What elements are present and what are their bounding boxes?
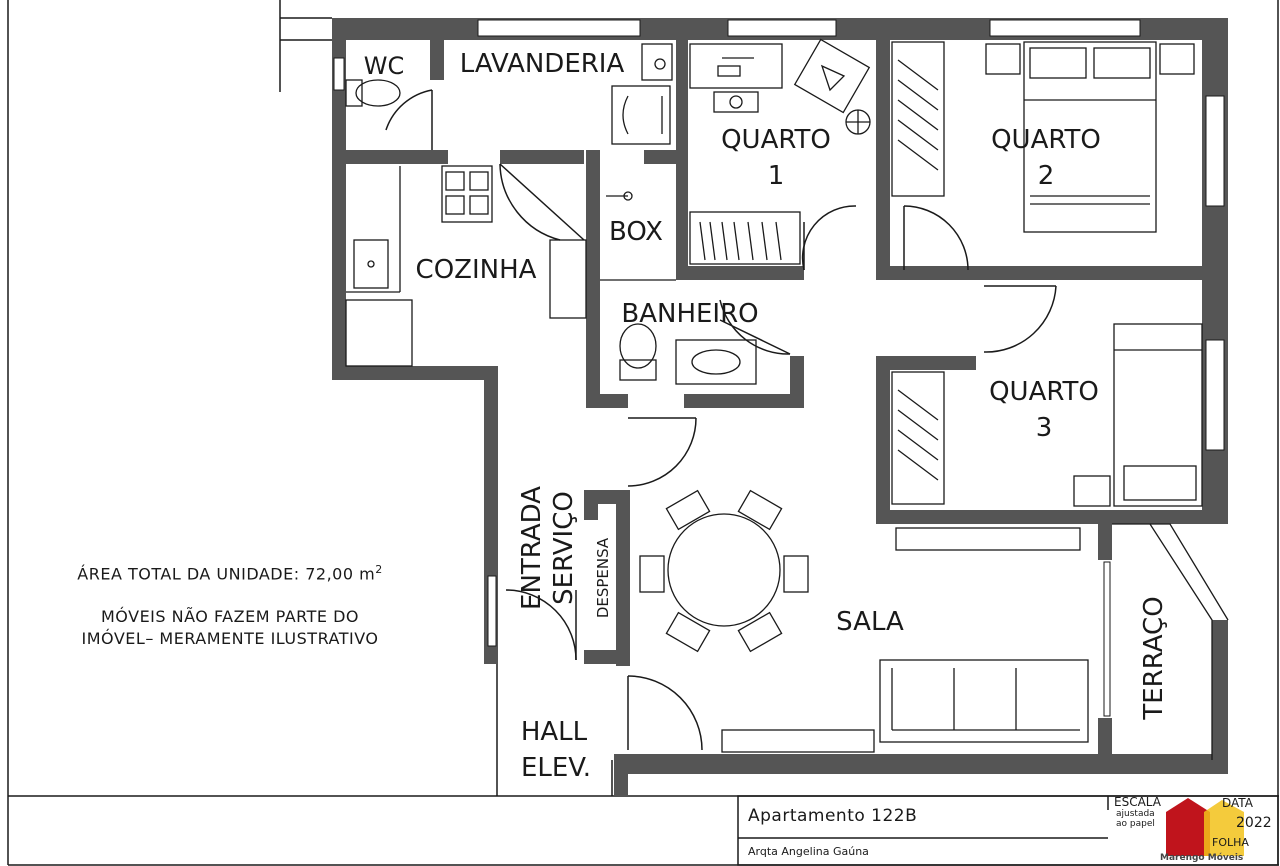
title-block xyxy=(737,795,1279,866)
room-label-quarto1-number: 1 xyxy=(768,161,785,191)
room-label-servico: SERVIÇO xyxy=(549,491,579,605)
scale-label: ESCALA xyxy=(1114,795,1161,809)
project-name: Apartamento 122B xyxy=(748,806,918,826)
area-total-note: ÁREA TOTAL DA UNIDADE: 72,00 m2 xyxy=(40,563,420,583)
logo-text: Marengo Móveis xyxy=(1160,853,1244,863)
room-label-lavanderia: LAVANDERIA xyxy=(460,49,625,79)
sheet-label: FOLHA xyxy=(1212,836,1249,849)
room-label-quarto1: QUARTO xyxy=(721,125,831,155)
laundry-sink-icon xyxy=(641,43,673,81)
dining-table-icon xyxy=(639,489,809,653)
stove-icon xyxy=(441,165,493,223)
furniture-disclaimer-line2: IMÓVEL– MERAMENTE ILUSTRATIVO xyxy=(81,629,379,648)
room-label-quarto2: QUARTO xyxy=(991,125,1101,155)
kitchen-sink-icon xyxy=(353,239,389,289)
windows xyxy=(333,19,1225,717)
logo xyxy=(1166,798,1244,856)
date-value: 2022 xyxy=(1236,815,1272,831)
scale-value-2: ao papel xyxy=(1116,819,1155,829)
desk-icon xyxy=(689,43,783,89)
wardrobe-icon xyxy=(891,41,945,197)
room-label-banheiro: BANHEIRO xyxy=(621,299,758,329)
date-label: DATA xyxy=(1222,796,1253,810)
toilet-icon xyxy=(619,323,657,381)
room-label-terraco: TERRAÇO xyxy=(1139,596,1169,720)
fridge-icon xyxy=(345,299,413,367)
sofa-icon xyxy=(879,659,1089,743)
room-label-cozinha: COZINHA xyxy=(416,255,537,285)
armchair-icon xyxy=(793,38,871,114)
wardrobe-icon xyxy=(689,211,801,265)
room-label-entrada: ENTRADA xyxy=(517,486,547,610)
desk-chair-icon xyxy=(713,91,759,113)
area-unit-exponent: 2 xyxy=(375,563,383,576)
author-name: Arqta Angelina Gaúna xyxy=(748,845,869,858)
room-label-elev: ELEV. xyxy=(521,753,591,783)
double-bed-icon xyxy=(1023,41,1157,233)
bathroom-sink-icon xyxy=(675,339,757,385)
area-total-text: ÁREA TOTAL DA UNIDADE: 72,00 m xyxy=(77,564,376,584)
room-label-hall: HALL xyxy=(521,717,588,747)
single-bed-icon xyxy=(1113,323,1203,507)
wc-toilet-icon xyxy=(345,79,401,107)
room-label-wc: WC xyxy=(364,52,405,80)
shower-icon xyxy=(606,191,633,201)
room-label-quarto3-number: 3 xyxy=(1036,413,1053,443)
room-labels: WC LAVANDERIA QUARTO 1 QUARTO 2 BOX COZI… xyxy=(364,49,1169,783)
furniture-disclaimer-line1: MÓVEIS NÃO FAZEM PARTE DO xyxy=(101,607,359,626)
room-label-quarto2-number: 2 xyxy=(1038,161,1055,191)
scale-value-1: ajustada xyxy=(1116,809,1155,819)
furniture-disclaimer: MÓVEIS NÃO FAZEM PARTE DO IMÓVEL– MERAME… xyxy=(40,606,420,650)
room-label-sala: SALA xyxy=(836,607,904,637)
room-label-box: BOX xyxy=(609,217,663,247)
washing-machine-icon xyxy=(611,85,671,145)
room-label-quarto3: QUARTO xyxy=(989,377,1099,407)
room-label-despensa: DESPENSA xyxy=(594,537,612,618)
wardrobe-icon xyxy=(891,371,945,505)
lamp-icon xyxy=(845,109,871,135)
furniture xyxy=(345,38,1229,760)
